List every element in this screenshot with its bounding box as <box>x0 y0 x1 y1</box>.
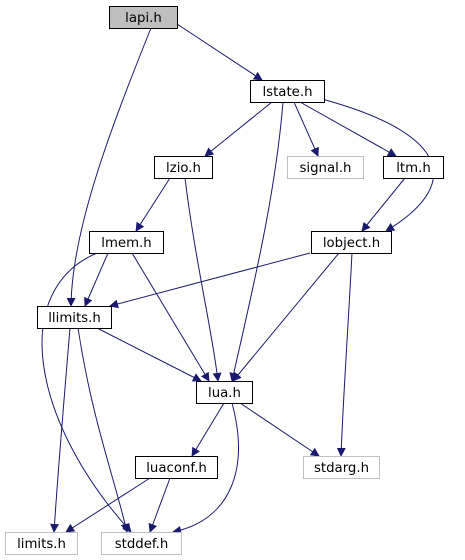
node-ltm[interactable]: ltm.h <box>383 156 444 179</box>
edge-lapi-to-llimits <box>66 27 152 307</box>
node-ltm-box <box>383 156 444 179</box>
nodes-layer: lapi.h lstate.h lzio.h signal.h ltm.h lmem.h l… <box>5 6 444 555</box>
node-lmem-box <box>89 231 164 254</box>
edge-lua-to-stdarg <box>239 402 320 457</box>
edge-lobject-to-lua <box>232 252 340 382</box>
node-stdarg-label: stdarg.h <box>314 461 369 476</box>
edge-llimits-to-lua <box>96 327 202 382</box>
edge-lstate-to-lua <box>229 101 284 382</box>
node-stddef-label: stddef.h <box>115 537 169 552</box>
node-stddef: stddef.h <box>101 532 182 555</box>
node-lstate[interactable]: lstate.h <box>250 80 325 103</box>
edge-luaconf-to-limits <box>65 477 151 533</box>
node-lmem[interactable]: lmem.h <box>89 231 164 254</box>
node-lzio-box <box>154 156 213 179</box>
node-lapi[interactable]: lapi.h <box>109 6 178 29</box>
node-signal-box <box>287 156 364 179</box>
edge-lzio-to-lua <box>184 177 222 382</box>
edge-ltm-to-lobject <box>361 177 406 232</box>
node-llimits-box <box>37 306 112 329</box>
node-limits-box <box>5 532 78 555</box>
edges-layer <box>41 23 434 535</box>
edge-lobject-to-stdarg <box>336 252 353 457</box>
node-stdarg-box <box>303 456 380 479</box>
edge-lobject-to-llimits <box>109 252 311 309</box>
edge-llimits-to-stddef <box>77 327 130 533</box>
node-lobject[interactable]: lobject.h <box>311 231 392 254</box>
node-stddef-box <box>101 532 182 555</box>
node-lapi-box <box>109 6 178 29</box>
node-luaconf-label: luaconf.h <box>146 461 207 476</box>
node-lstate-label: lstate.h <box>262 85 312 100</box>
edge-lmem-to-lua <box>131 252 210 382</box>
node-lua-box <box>196 381 253 404</box>
node-signal: signal.h <box>287 156 364 179</box>
node-ltm-label: ltm.h <box>396 161 431 176</box>
edge-lstate-to-ltm <box>299 101 397 157</box>
edge-lstate-to-lzio <box>204 101 273 157</box>
node-limits: limits.h <box>5 532 78 555</box>
edge-lstate-to-signal <box>293 101 319 157</box>
node-luaconf[interactable]: luaconf.h <box>135 456 218 479</box>
node-lmem-label: lmem.h <box>101 236 151 251</box>
node-lua[interactable]: lua.h <box>196 381 253 404</box>
edge-lmem-to-llimits <box>84 252 109 307</box>
node-lobject-label: lobject.h <box>323 236 380 251</box>
node-stdarg: stdarg.h <box>303 456 380 479</box>
node-llimits-label: llimits.h <box>48 311 101 326</box>
edge-luaconf-to-stddef <box>148 477 171 533</box>
node-llimits[interactable]: llimits.h <box>37 306 112 329</box>
edge-lua-to-luaconf <box>191 402 225 457</box>
node-signal-label: signal.h <box>300 161 352 176</box>
node-lapi-label: lapi.h <box>125 11 162 26</box>
node-lua-label: lua.h <box>208 386 241 401</box>
edge-lua-to-stddef <box>172 402 239 535</box>
edge-lzio-to-lmem <box>135 177 171 232</box>
edge-lmem-to-stddef <box>41 252 132 533</box>
edge-llimits-to-limits <box>50 327 71 533</box>
node-lzio[interactable]: lzio.h <box>154 156 213 179</box>
node-lstate-box <box>250 80 325 103</box>
node-lzio-label: lzio.h <box>166 161 201 176</box>
node-limits-label: limits.h <box>17 537 66 552</box>
node-luaconf-box <box>135 456 218 479</box>
node-lobject-box <box>311 231 392 254</box>
edge-lapi-to-lstate <box>176 23 263 81</box>
